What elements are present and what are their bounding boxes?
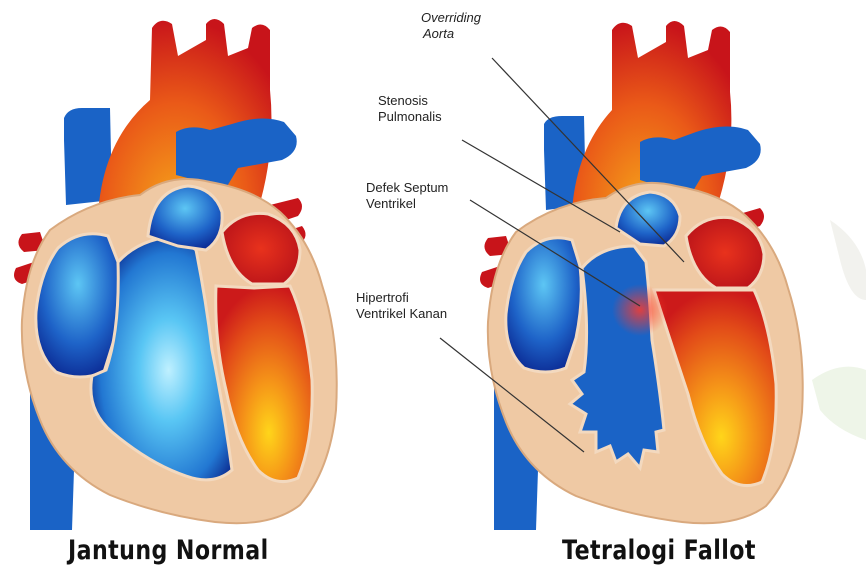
faint-background-shape [830,220,866,300]
caption-tetralogi-fallot: Tetralogi Fallot [562,535,756,566]
label-stenosis-pulmonalis: Stenosis Pulmonalis [378,93,442,125]
label-defek-septum: Defek Septum Ventrikel [366,180,448,212]
label-hipertrofi: Hipertrofi Ventrikel Kanan [356,290,447,322]
septal-defect-glow [612,284,668,336]
label-overriding-line1: Overriding [421,10,481,26]
faint-background-shape [812,367,866,440]
caption-jantung-normal: Jantung Normal [68,535,269,566]
label-hipertrofi-line2: Ventrikel Kanan [356,306,447,322]
label-defek-line1: Defek Septum [366,180,448,196]
label-stenosis-line2: Pulmonalis [378,109,442,125]
label-overriding-aorta: Overriding Aorta [421,10,481,42]
normal-heart [14,19,337,530]
label-defek-line2: Ventrikel [366,196,448,212]
label-hipertrofi-line1: Hipertrofi [356,290,447,306]
label-overriding-line2: Aorta [421,26,481,42]
label-stenosis-line1: Stenosis [378,93,442,109]
